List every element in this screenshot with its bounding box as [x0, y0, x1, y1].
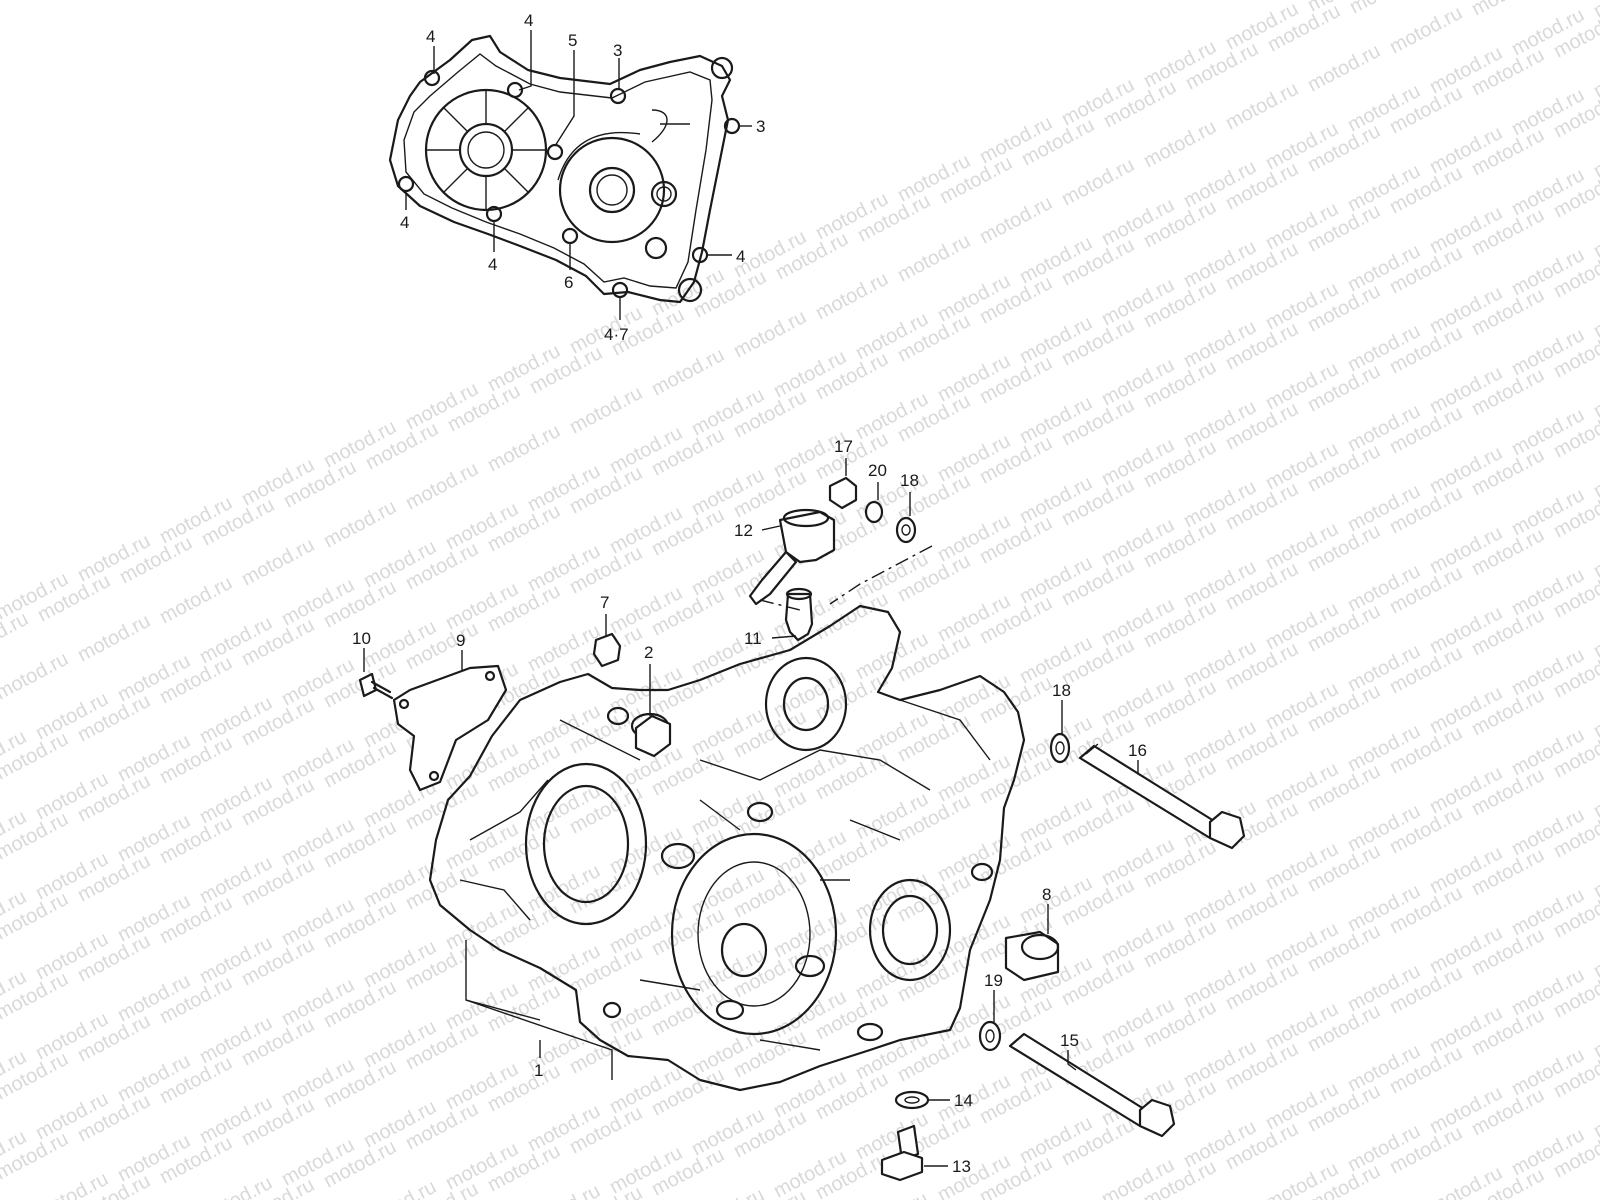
callout-label: 4·7 — [604, 325, 629, 344]
centerline-upper — [759, 545, 933, 611]
callout-label: 4 — [426, 27, 435, 46]
dowel-pin-8 — [1004, 930, 1060, 982]
callout-label: 18 — [1052, 681, 1071, 700]
crankcase-body — [428, 604, 1026, 1092]
stud-11 — [784, 587, 814, 642]
bolt-13 — [880, 1124, 924, 1182]
callout-label: 1 — [534, 1061, 543, 1080]
callout-label: 20 — [868, 461, 887, 480]
callout-label: 4 — [524, 11, 533, 30]
callout-label: 2 — [644, 643, 653, 662]
callout-label: 16 — [1128, 741, 1147, 760]
main-leader-lines — [363, 458, 1153, 1167]
callout-label: 13 — [952, 1157, 971, 1176]
washer-18-upper — [895, 516, 917, 544]
callout-label: 4 — [488, 255, 497, 274]
bolt-16 — [1078, 743, 1246, 850]
callout-label: 3 — [756, 117, 765, 136]
callout-label: 12 — [734, 521, 753, 540]
callout-label: 4 — [736, 247, 745, 266]
callout-label: 9 — [456, 631, 465, 650]
callout-label: 19 — [984, 971, 1003, 990]
top-callout-labels: 4 4 5 3 3 4 4 6 4 4·7 — [400, 11, 765, 344]
nut-7 — [592, 632, 622, 668]
washer-20 — [864, 500, 884, 524]
screw-10 — [358, 672, 394, 700]
callout-label: 18 — [900, 471, 919, 490]
callout-label: 6 — [564, 273, 573, 292]
bolt-15 — [1008, 1032, 1176, 1138]
washer-18-right — [1049, 732, 1071, 764]
callout-label: 7 — [600, 593, 609, 612]
callout-label: 11 — [744, 629, 762, 648]
washer-19 — [978, 1020, 1002, 1052]
bracket-12 — [748, 508, 836, 606]
nut-17 — [828, 476, 858, 510]
callout-label: 17 — [834, 437, 853, 456]
washer-14 — [894, 1090, 930, 1110]
callout-label: 10 — [352, 629, 371, 648]
top-leader-lines — [405, 30, 752, 320]
dowel-pin-2 — [634, 714, 672, 758]
callout-label: 5 — [568, 31, 577, 50]
callout-label: 4 — [400, 213, 409, 232]
callout-label: 15 — [1060, 1031, 1079, 1050]
crankcase-inner-view — [388, 34, 741, 304]
main-callout-labels: 17 20 18 12 7 11 2 10 9 18 16 8 19 15 1 … — [352, 437, 1147, 1176]
callout-label: 3 — [613, 41, 622, 60]
callout-label: 14 — [954, 1091, 973, 1110]
cover-plate-9 — [392, 664, 508, 792]
callout-label: 8 — [1042, 885, 1051, 904]
